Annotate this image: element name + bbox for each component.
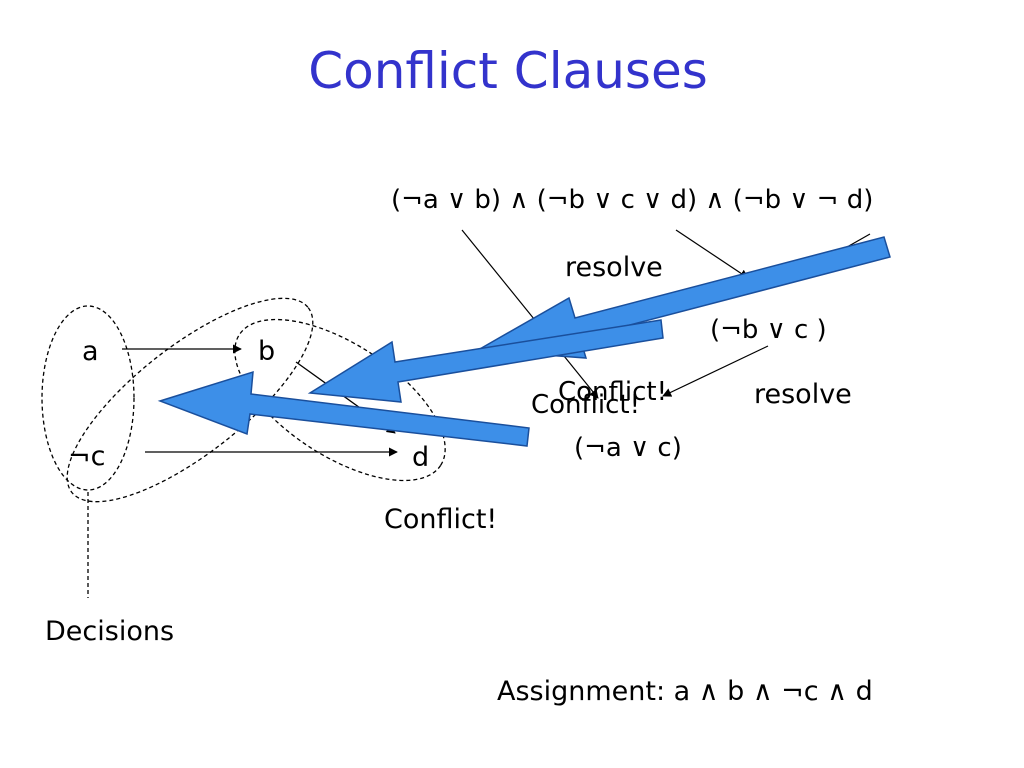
arrow-clause1-to-conflict [461,229,599,399]
arrow-clause2-to-resolve [675,229,749,279]
node-d: d [412,442,429,473]
slide-title: Conflict Clauses [308,42,708,100]
resolve-label-2: resolve [754,379,852,410]
arrow-resolvent1-to-resolve2 [662,345,769,397]
resolvent-1: (¬b ∨ c ) [710,315,827,345]
big-blue-arrow-bottom [157,370,530,447]
cnf-formula: (¬a ∨ b) ∧ (¬b ∨ c ∨ d) ∧ (¬b ∨ ¬ d) [391,185,873,215]
assignment-text: Assignment: a ∧ b ∧ ¬c ∧ d [497,676,873,707]
conflict-label-overlap-a: Conflict! [558,377,667,407]
conflict-cut-ellipse-left [66,297,314,503]
resolve-label-1: resolve [565,252,663,283]
decisions-label: Decisions [45,616,174,647]
decision-ellipse [41,305,135,491]
node-not-c: ¬c [68,441,105,472]
conflict-label-graph: Conflict! [384,504,497,535]
big-blue-arrow-middle [307,319,664,403]
resolvent-2: (¬a ∨ c) [574,433,682,463]
node-b: b [258,336,275,367]
node-a: a [82,336,99,367]
conflict-cut-ellipse-right [234,318,446,482]
conflict-label-overlap-b: Conflict! [531,390,640,420]
